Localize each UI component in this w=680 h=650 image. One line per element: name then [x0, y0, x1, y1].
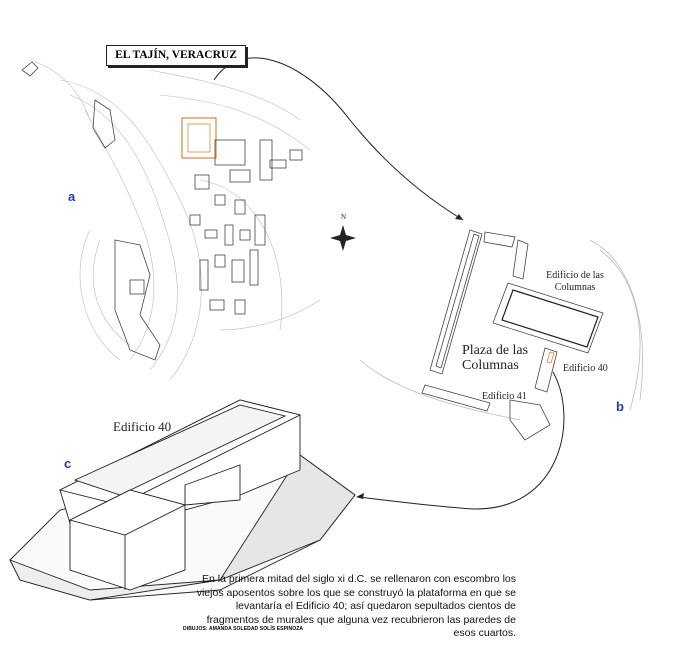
map-title: EL TAJÍN, VERACRUZ [106, 45, 246, 66]
building-c [9, 399, 356, 601]
label-edificio-41: Edificio 41 [482, 391, 527, 402]
panel-label-b: b [616, 399, 624, 414]
north-arrow-icon [330, 225, 356, 251]
label-plaza: Plaza de las Columnas [462, 343, 529, 373]
caption: En la primera mitad del siglo xi d.C. se… [196, 573, 516, 639]
north-label: N [341, 213, 347, 221]
panel-label-a: a [68, 189, 76, 204]
map-b [359, 229, 643, 441]
panel-label-c: c [64, 456, 72, 471]
credit: DIBUJOS: AMANDA SOLEDAD SOLÍS ESPINOZA [183, 626, 304, 632]
label-edificio-40-c: Edificio 40 [113, 419, 172, 434]
map-a-structures [21, 61, 303, 361]
label-edificio-columnas: Edificio de las Columnas [546, 270, 604, 293]
map-a-contours [29, 59, 321, 381]
label-edificio-40-b: Edificio 40 [563, 363, 608, 374]
